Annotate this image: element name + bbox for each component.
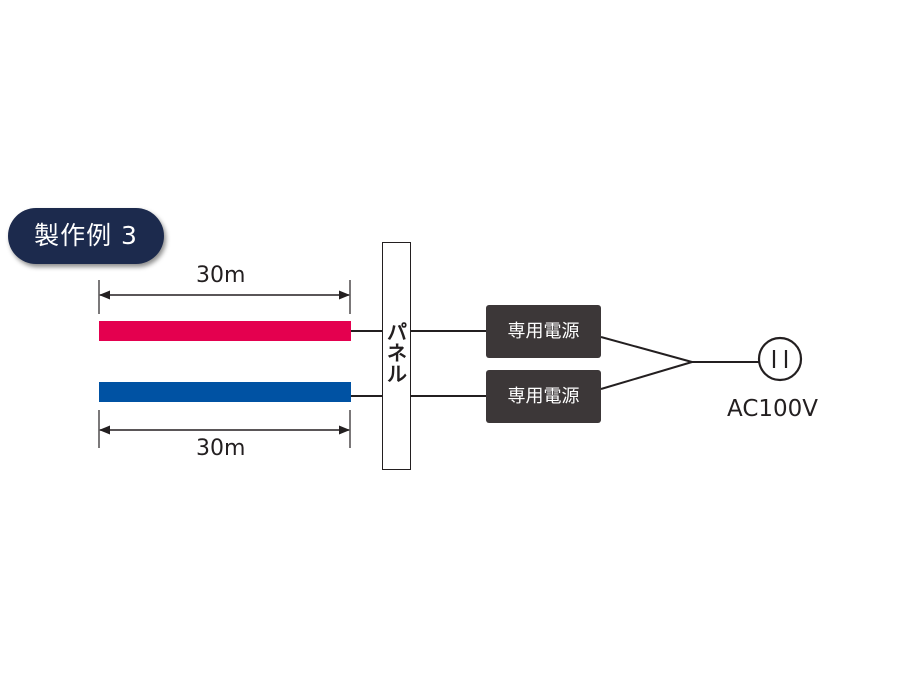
- led-strip-red: [99, 321, 351, 341]
- example-badge: 製作例 3: [8, 208, 164, 264]
- wire-psu2-junction: [600, 361, 693, 390]
- panel-box: [382, 242, 411, 470]
- power-outlet-icon: [757, 336, 803, 382]
- power-supply-1: 専用電源: [486, 305, 601, 358]
- power-supply-2: 専用電源: [486, 370, 601, 423]
- bottom-dimension-label: 30m: [196, 436, 246, 461]
- wire-psu1-junction: [600, 336, 693, 363]
- top-dimension-line: [98, 280, 351, 314]
- ac-voltage-label: AC100V: [727, 396, 819, 422]
- top-dimension-label: 30m: [196, 263, 246, 288]
- panel-label: パ ネ ル: [387, 320, 407, 386]
- bottom-dimension-line: [98, 410, 351, 448]
- led-strip-blue: [99, 382, 351, 402]
